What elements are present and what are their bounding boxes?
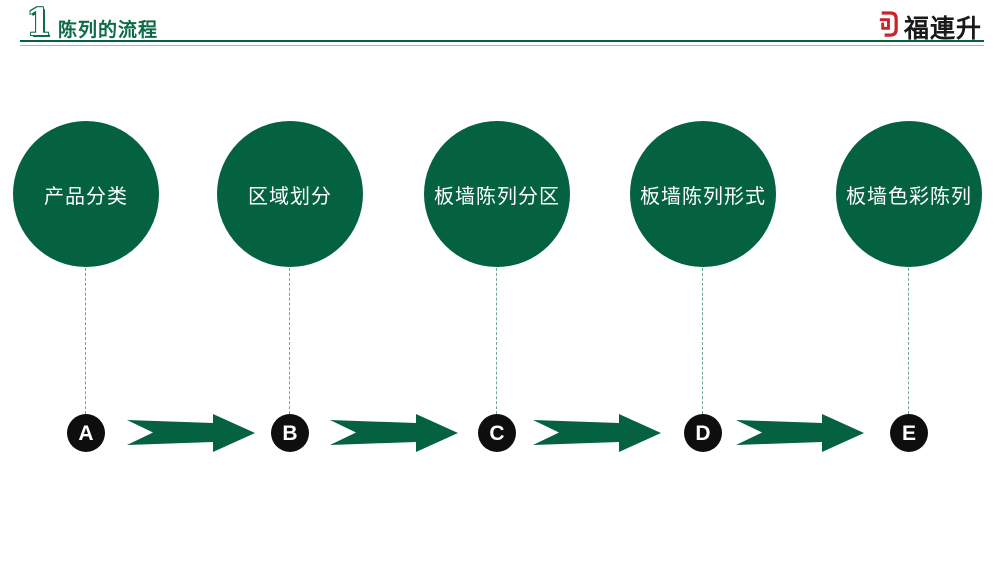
step-label: 板墙色彩陈列: [846, 185, 972, 208]
connector-line: [908, 268, 909, 414]
step-letter: B: [282, 421, 298, 445]
flow-step-c: 板墙陈列分区 C: [424, 121, 570, 452]
connector-line: [496, 268, 497, 414]
connector-line: [702, 268, 703, 414]
flow-step-a: 产品分类 A: [13, 121, 159, 452]
step-label: 板墙陈列形式: [640, 185, 766, 208]
brand-seal-icon: [875, 10, 900, 44]
flow-arrow: [533, 414, 661, 452]
step-letter: A: [78, 421, 94, 445]
flow-arrow: [330, 414, 458, 452]
flow-step-d: 板墙陈列形式 D: [630, 121, 776, 452]
step-circle: 区域划分: [217, 121, 363, 267]
step-circle: 板墙色彩陈列: [836, 121, 982, 267]
header-divider: [20, 40, 984, 46]
page-title: 陈列的流程: [58, 20, 159, 41]
step-label: 板墙陈列分区: [434, 185, 560, 208]
flow-step-e: 板墙色彩陈列 E: [836, 121, 982, 452]
step-label: 产品分类: [44, 185, 128, 208]
step-dot: B: [271, 414, 309, 452]
connector-line: [289, 268, 290, 414]
section-number: 1: [26, 0, 52, 44]
step-dot: D: [684, 414, 722, 452]
brand-name: 福連升: [903, 15, 982, 43]
step-letter: D: [695, 421, 711, 445]
step-dot: E: [890, 414, 928, 452]
step-dot: A: [67, 414, 105, 452]
step-letter: E: [901, 421, 916, 445]
step-label: 区域划分: [248, 185, 332, 208]
step-circle: 板墙陈列形式: [630, 121, 776, 267]
step-circle: 板墙陈列分区: [424, 121, 570, 267]
step-dot: C: [478, 414, 516, 452]
flow-arrow: [127, 414, 255, 452]
step-letter: C: [489, 421, 505, 445]
flow-step-b: 区域划分 B: [217, 121, 363, 452]
flow-arrow: [736, 414, 864, 452]
brand-logo: 福連升: [875, 9, 982, 45]
connector-line: [85, 268, 86, 414]
step-circle: 产品分类: [13, 121, 159, 267]
